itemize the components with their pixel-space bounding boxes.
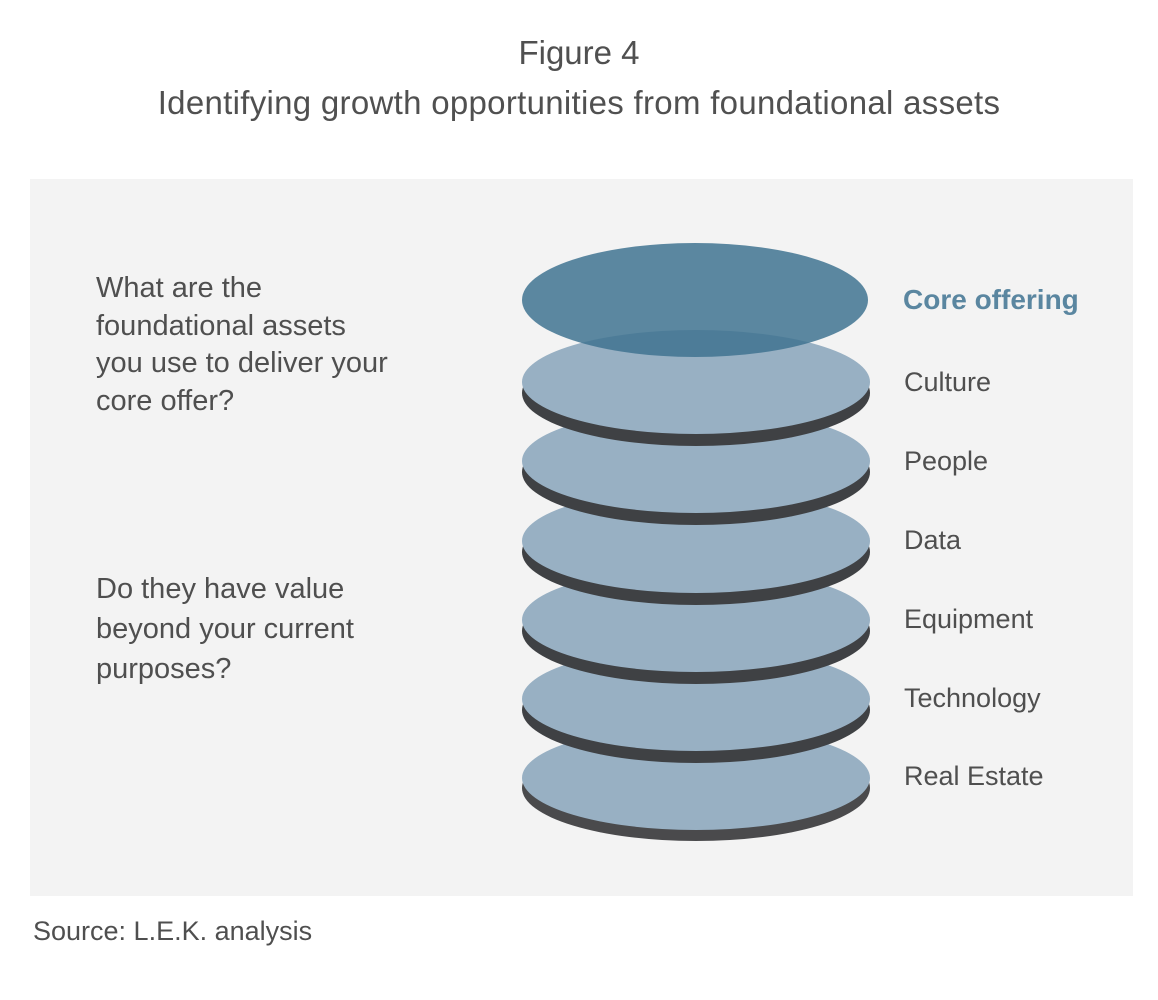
question-value-beyond: Do they have value beyond your current p… [96,573,354,685]
layer-label-equipment: Equipment [904,604,1034,634]
layer-label-data: Data [904,525,962,555]
layer-label-culture: Culture [904,367,992,397]
core-offering-disc [522,243,868,357]
core-offering-label: Core offering [903,284,1079,315]
layer-label-real-estate: Real Estate [904,761,1044,791]
question-foundational-assets: What are the foundational assets you use… [96,272,388,417]
layer-label-technology: Technology [904,683,1041,713]
figure-label: Figure 4 [518,34,640,71]
layer-label-people: People [904,446,989,476]
source-note: Source: L.E.K. analysis [33,916,313,946]
figure-title: Identifying growth opportunities from fo… [157,84,1001,121]
layer-disc-culture [522,330,870,446]
